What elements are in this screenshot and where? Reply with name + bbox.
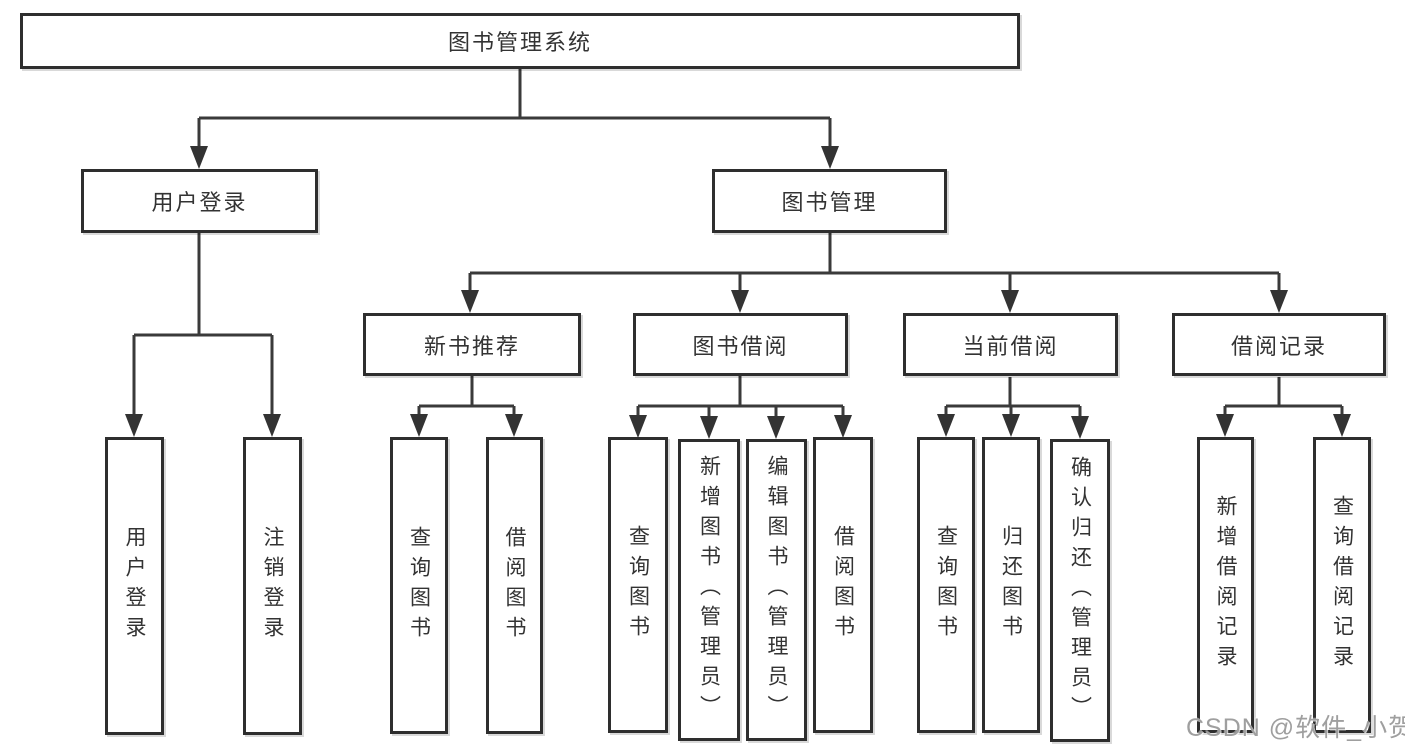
node-borrow-books-1: 借阅图书 [486,437,543,734]
node-add-books-admin-label: 新增图书（管理员） [697,455,721,725]
node-query-books-2: 查询图书 [608,437,668,733]
node-borrowing-records-label: 借阅记录 [1230,333,1327,359]
node-query-borrow-record: 查询借阅记录 [1313,437,1371,733]
node-current-borrowing-label: 当前借阅 [962,333,1059,359]
arrowhead-icon [731,290,749,313]
node-new-book-recommend: 新书推荐 [363,313,581,376]
arrowhead-icon [1001,290,1019,313]
arrowhead-icon [410,414,428,437]
arrowhead-icon [834,415,852,438]
connector-user-login [132,233,274,419]
node-confirm-return-admin-label: 确认归还（管理员） [1068,455,1092,726]
node-borrowing-records: 借阅记录 [1172,313,1386,376]
arrowhead-icon [937,414,955,437]
arrowhead-icon [629,415,647,438]
connector-new-book-recommend [417,376,516,419]
connector-book-borrowing [636,376,845,419]
watermark: CSDN @软件_小贺同学 [1186,714,1405,742]
node-root-label: 图书管理系统 [447,30,592,55]
node-borrow-books-1-label: 借阅图书 [503,525,526,646]
connector-book-management [468,233,1281,293]
node-borrow-books-2-label: 借阅图书 [831,525,855,645]
node-book-borrowing: 图书借阅 [633,313,848,376]
node-root: 图书管理系统 [20,13,1020,69]
node-add-borrow-record: 新增借阅记录 [1197,437,1254,733]
node-new-book-recommend-label: 新书推荐 [423,333,520,359]
node-user-login-leaf: 用户登录 [105,437,164,735]
arrowhead-icon [461,290,479,313]
node-query-books-1: 查询图书 [390,437,448,734]
arrowhead-icon [1333,414,1351,437]
node-user-login-label: 用户登录 [151,190,248,215]
node-query-books-3-label: 查询图书 [934,525,958,645]
arrowhead-icon [190,146,208,169]
node-book-borrowing-label: 图书借阅 [692,333,789,359]
arrowhead-icon [821,146,839,169]
node-query-books-2-label: 查询图书 [626,525,650,645]
node-current-borrowing: 当前借阅 [903,313,1118,376]
node-add-books-admin: 新增图书（管理员） [678,439,740,741]
node-query-borrow-record-label: 查询借阅记录 [1330,495,1354,675]
node-user-login: 用户登录 [81,169,318,233]
node-return-books-label: 归还图书 [999,525,1023,645]
node-borrow-books-2: 借阅图书 [813,437,873,733]
connector-current-borrowing [944,377,1082,419]
node-confirm-return-admin: 确认归还（管理员） [1050,439,1110,742]
node-logout-leaf: 注销登录 [243,437,302,735]
node-add-borrow-record-label: 新增借阅记录 [1214,495,1237,675]
node-edit-books-admin-label: 编辑图书（管理员） [765,455,788,725]
arrowhead-icon [125,414,143,437]
connector-borrowing-records [1223,377,1344,419]
arrowhead-icon [1216,414,1234,437]
node-query-books-1-label: 查询图书 [407,525,431,646]
node-query-books-3: 查询图书 [917,437,975,733]
node-edit-books-admin: 编辑图书（管理员） [746,439,807,741]
node-book-management: 图书管理 [712,169,947,233]
arrowhead-icon [1002,414,1020,437]
node-user-login-leaf-label: 用户登录 [123,526,146,646]
arrowhead-icon [767,416,785,439]
arrowhead-icon [263,414,281,437]
arrowhead-icon [1270,290,1288,313]
connector-root [197,68,832,149]
arrowhead-icon [1071,416,1089,439]
node-return-books: 归还图书 [982,437,1040,733]
arrowhead-icon [700,416,718,439]
node-logout-leaf-label: 注销登录 [261,526,284,646]
node-book-management-label: 图书管理 [781,190,878,215]
arrowhead-icon [505,414,523,437]
